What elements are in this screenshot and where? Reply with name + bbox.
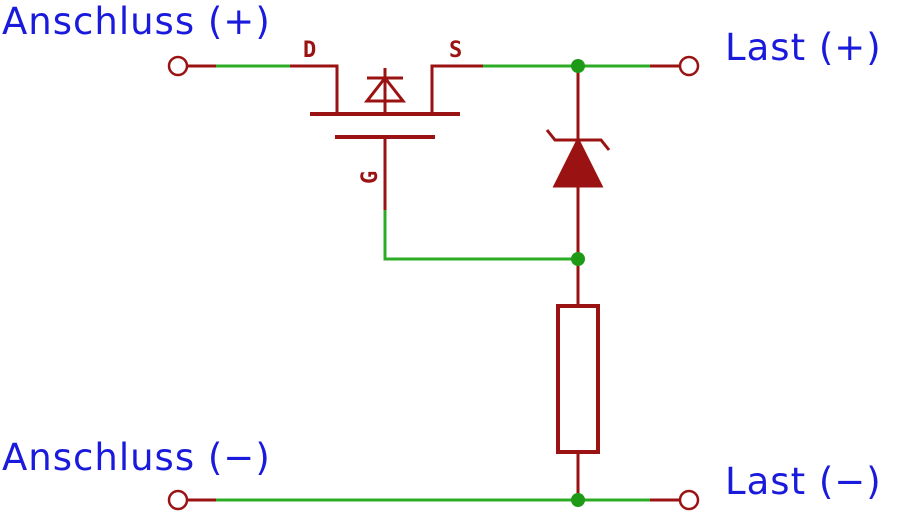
junction-top bbox=[571, 59, 585, 73]
mosfet-source-label: S bbox=[449, 38, 462, 63]
zener-diode-symbol bbox=[545, 66, 611, 259]
mosfet-drain-label: D bbox=[303, 38, 316, 63]
wire-gate-to-node bbox=[383, 210, 578, 261]
label-input-positive: Anschluss (+) bbox=[2, 0, 271, 43]
terminal-stubs bbox=[187, 64, 679, 502]
label-input-negative: Anschluss (−) bbox=[2, 436, 271, 479]
resistor-symbol bbox=[556, 259, 600, 500]
label-load-negative: Last (−) bbox=[725, 460, 882, 503]
mosfet-gate-label: G bbox=[358, 171, 383, 184]
junction-bottom bbox=[571, 493, 585, 507]
terminal-input-negative bbox=[167, 489, 189, 511]
mosfet-symbol bbox=[290, 64, 483, 210]
junction-middle bbox=[571, 252, 585, 266]
terminal-load-positive bbox=[678, 55, 700, 77]
terminal-load-negative bbox=[678, 489, 700, 511]
terminal-input-positive bbox=[167, 55, 189, 77]
wires bbox=[216, 64, 650, 502]
label-load-positive: Last (+) bbox=[725, 26, 882, 69]
